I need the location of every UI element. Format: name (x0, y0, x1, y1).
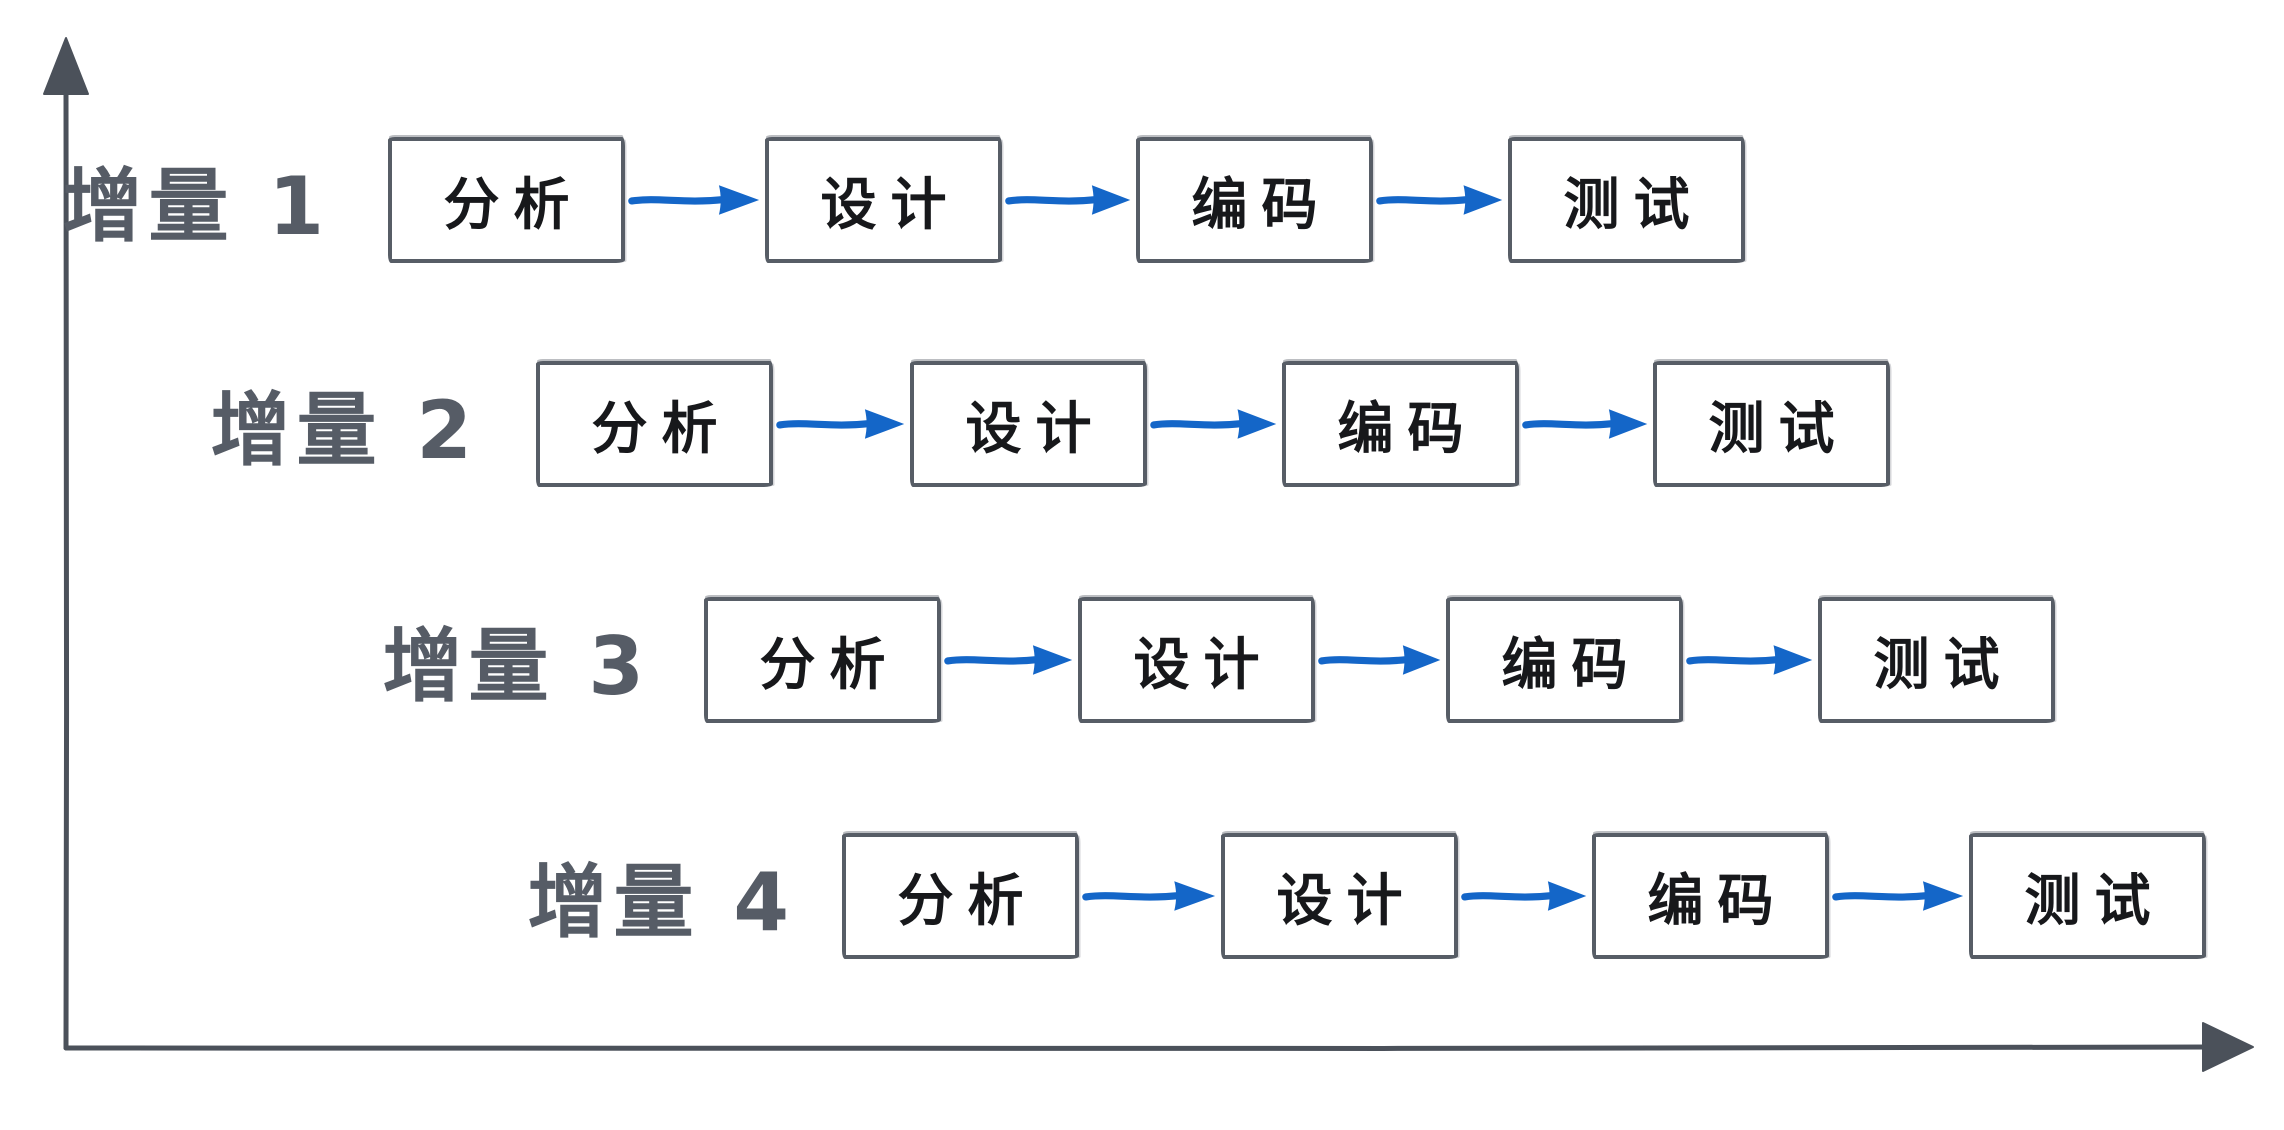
stage-box-coding: 编码 (1446, 597, 1683, 723)
stage-label: 分析 (591, 396, 732, 462)
y-axis-line (62, 89, 70, 1051)
stage-box-design: 设计 (910, 361, 1147, 487)
flow-arrow-icon (1150, 409, 1277, 439)
increment-label: 增量 3 (382, 620, 650, 713)
stage-box-testing: 测试 (1653, 361, 1890, 487)
x-axis-arrow-icon (2202, 1022, 2254, 1072)
increment-label: 增量 2 (210, 384, 478, 477)
stage-label: 测试 (1708, 396, 1849, 462)
stage-label: 编码 (1501, 632, 1642, 698)
stage-label: 分析 (443, 172, 584, 238)
flow-arrow-icon (1082, 881, 1216, 911)
stage-box-testing: 测试 (1508, 137, 1745, 263)
stage-box-analysis: 分析 (704, 597, 941, 723)
flow-arrow-icon (1318, 645, 1441, 675)
stage-label: 设计 (1276, 868, 1417, 934)
stage-label: 分析 (759, 632, 900, 698)
stage-label: 设计 (965, 396, 1106, 462)
flow-arrow-icon (776, 409, 905, 439)
stage-label: 编码 (1191, 172, 1332, 238)
stage-box-testing: 测试 (1969, 833, 2206, 959)
stage-label: 测试 (2024, 868, 2165, 934)
stage-box-analysis: 分析 (842, 833, 1079, 959)
flow-arrow-icon (944, 645, 1073, 675)
stage-box-coding: 编码 (1592, 833, 1829, 959)
stage-label: 测试 (1563, 172, 1704, 238)
stage-box-testing: 测试 (1818, 597, 2055, 723)
stage-box-coding: 编码 (1282, 361, 1519, 487)
increment-label: 增量 4 (527, 856, 795, 949)
flow-arrow-icon (1686, 645, 1813, 675)
stage-label: 设计 (820, 172, 961, 238)
flow-arrow-icon (1832, 881, 1964, 911)
flow-arrow-icon (1376, 185, 1503, 215)
stage-box-analysis: 分析 (536, 361, 773, 487)
stage-label: 分析 (897, 868, 1038, 934)
flow-arrow-icon (1522, 409, 1648, 439)
flow-arrow-icon (1461, 881, 1587, 911)
y-axis-arrow-icon (43, 37, 89, 95)
increment-label: 增量 1 (62, 160, 330, 253)
x-axis-line (63, 1044, 2215, 1052)
stage-label: 编码 (1647, 868, 1788, 934)
stage-box-design: 设计 (1078, 597, 1315, 723)
stage-box-design: 设计 (765, 137, 1002, 263)
stage-label: 测试 (1873, 632, 2014, 698)
stage-box-analysis: 分析 (388, 137, 625, 263)
flow-arrow-icon (628, 185, 760, 215)
stage-label: 设计 (1133, 632, 1274, 698)
stage-box-coding: 编码 (1136, 137, 1373, 263)
flow-arrow-icon (1005, 185, 1131, 215)
stage-box-design: 设计 (1221, 833, 1458, 959)
stage-label: 编码 (1337, 396, 1478, 462)
